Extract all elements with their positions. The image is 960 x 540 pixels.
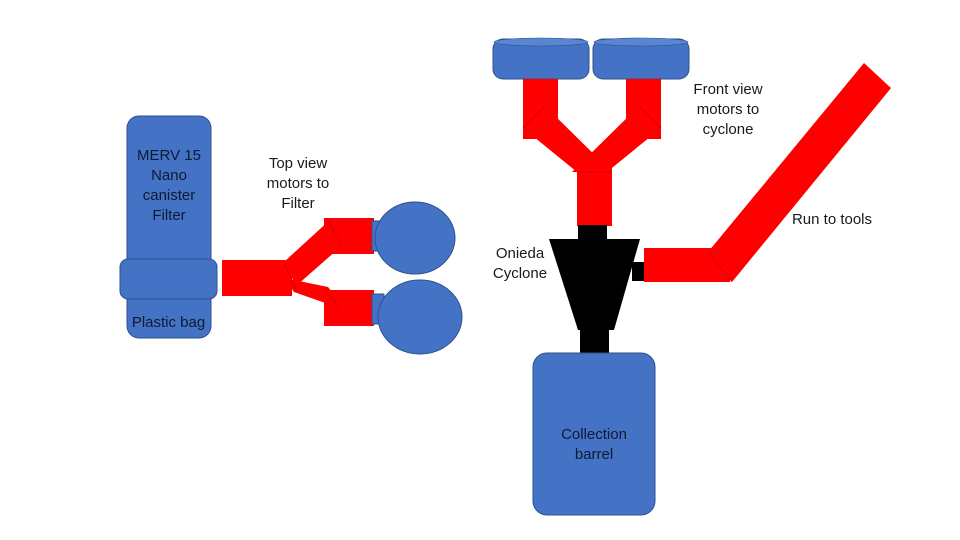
barrel-label: Collection barrel [533,425,655,465]
top-view-line-3: Filter [281,195,315,212]
cyclone-inlet-neck [578,225,607,239]
barrel-line-2: barrel [574,446,614,463]
top-view-duct [222,218,374,326]
front-view-label: Front view motors to cyclone [680,80,776,140]
top-view-motor-upper [374,201,456,275]
collection-barrel [532,352,656,516]
cyclone-line-1: Onieda [495,245,545,262]
top-view-motor-lower [377,279,463,355]
cyclone [549,225,645,354]
cyclone-label: Onieda Cyclone [482,244,558,284]
filter-label-line-2: Nano [151,167,187,184]
filter-label-line-3: canister [142,187,196,204]
top-view-motors [371,201,463,355]
run-to-tools-text: Run to tools [791,211,873,228]
front-view-line-1: Front view [693,81,763,98]
tool-run-diagonal [708,63,891,282]
cyclone-side-inlet [632,262,645,281]
front-view-line-3: cyclone [702,121,754,138]
front-view-duct-trunk [577,160,612,226]
cyclone-outlet-neck [580,330,609,354]
filter-band [119,258,218,300]
filter-assembly [119,115,218,339]
top-view-line-1: Top view [268,155,328,172]
front-view-duct-right-branch [572,106,661,172]
front-view-motors [492,37,690,80]
tool-run-duct [644,63,891,283]
filter-label-line-4: Filter [152,207,186,224]
barrel-line-1: Collection [561,426,627,443]
cyclone-cone [549,239,640,330]
top-view-line-2: motors to [266,175,330,192]
top-view-label: Top view motors to Filter [250,154,346,214]
top-view-duct-lower-stub [324,290,374,326]
plastic-bag-label: Plastic bag [120,313,217,333]
top-view-duct-trunk [222,260,292,296]
top-view-duct-upper-stub [324,218,374,254]
filter-label: MERV 15 Nano canister Filter [127,146,211,226]
run-to-tools-label: Run to tools [784,210,880,230]
filter-label-line-1: MERV 15 [137,147,201,164]
cyclone-line-2: Cyclone [492,265,548,282]
front-view-line-2: motors to [696,101,760,118]
collection-barrel-shape [532,352,656,516]
front-view-duct [522,79,662,226]
plastic-bag-text: Plastic bag [131,314,206,331]
